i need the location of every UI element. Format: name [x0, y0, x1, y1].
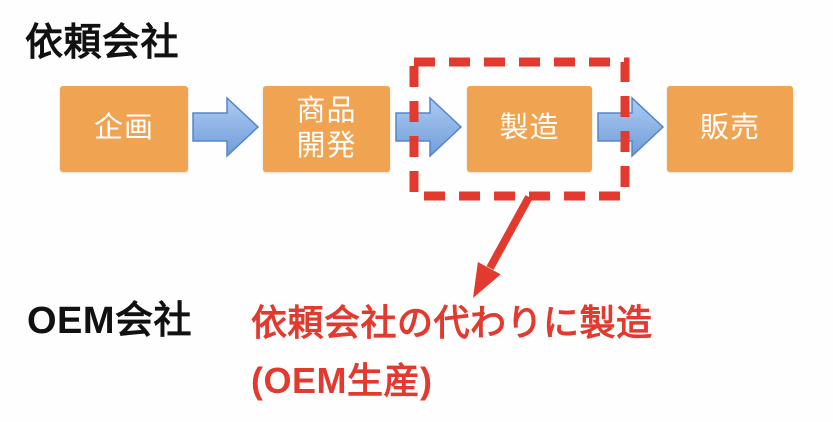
flow-step-manufacturing: 製造 [467, 86, 592, 172]
flow-step-planning: 企画 [60, 86, 188, 172]
flow-arrow-icon [192, 96, 260, 158]
flow-arrow-icon [597, 96, 665, 158]
requester-company-label: 依頼会社 [25, 22, 180, 64]
oem-company-label: OEM会社 [27, 300, 193, 342]
annotation-arrow-icon [473, 195, 533, 298]
annotation-line2: (OEM生産) [251, 360, 433, 402]
annotation-text: 依頼会社の代わりに製造 (OEM生産) [251, 301, 653, 402]
flow-arrow-icon [395, 96, 463, 158]
flow-step-sales: 販売 [667, 86, 793, 172]
annotation-line1: 依頼会社の代わりに製造 [251, 302, 653, 343]
flow-step-product-development: 商品 開発 [263, 86, 390, 172]
